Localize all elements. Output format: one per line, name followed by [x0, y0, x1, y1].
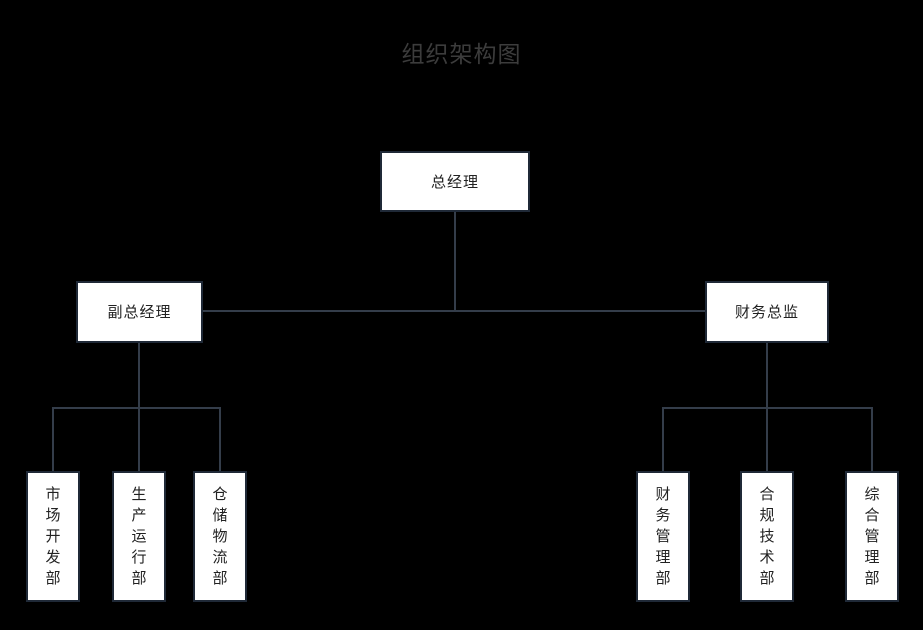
node-deputy-general-manager[interactable]: 副总经理 [76, 281, 203, 343]
node-general-management-dept[interactable]: 综合管理部 [845, 471, 899, 602]
connector-right-drop-1 [662, 407, 664, 472]
node-label: 合规技术部 [759, 485, 775, 587]
node-label: 财务管理部 [655, 485, 671, 587]
node-compliance-technology-dept[interactable]: 合规技术部 [740, 471, 794, 602]
node-warehouse-logistics-dept[interactable]: 仓储物流部 [193, 471, 247, 602]
node-label: 生产运行部 [131, 485, 147, 587]
node-label: 综合管理部 [864, 485, 880, 587]
connector-level2-bus [203, 310, 705, 312]
node-label: 仓储物流部 [212, 485, 228, 587]
node-label: 副总经理 [107, 303, 172, 321]
connector-left-drop-3 [219, 407, 221, 472]
connector-left-drop-1 [52, 407, 54, 472]
node-finance-management-dept[interactable]: 财务管理部 [636, 471, 690, 602]
connector-right-drop-2 [766, 407, 768, 472]
node-label: 总经理 [430, 172, 479, 191]
connector-right-stem [766, 343, 768, 409]
node-general-manager[interactable]: 总经理 [380, 151, 530, 212]
connector-right-drop-3 [871, 407, 873, 472]
connector-root-stem [454, 212, 456, 312]
node-market-development-dept[interactable]: 市场开发部 [26, 471, 80, 602]
node-financial-director[interactable]: 财务总监 [705, 281, 829, 343]
connector-left-stem [138, 343, 140, 409]
connector-left-child-bus [52, 407, 220, 409]
node-label: 市场开发部 [45, 485, 61, 587]
page-title: 组织架构图 [401, 42, 522, 68]
node-production-operations-dept[interactable]: 生产运行部 [112, 471, 166, 602]
connector-left-drop-2 [138, 407, 140, 472]
node-label: 财务总监 [734, 303, 799, 321]
